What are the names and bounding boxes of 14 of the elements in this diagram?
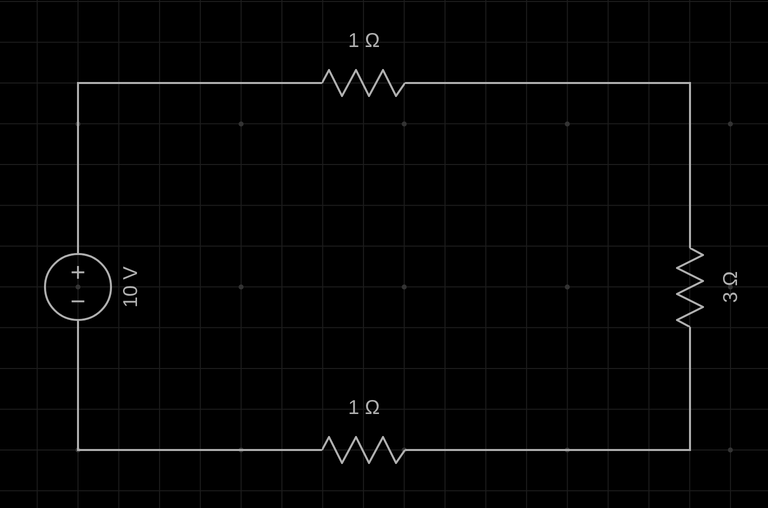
component-value: 1 Ω — [348, 31, 380, 51]
wire — [405, 82, 691, 248]
component-value: 3 Ω — [721, 271, 741, 303]
polarity-sign: − — [70, 288, 86, 314]
wire — [405, 327, 691, 451]
component-value: 1 Ω — [348, 398, 380, 418]
wire — [77, 321, 322, 451]
resistor-symbol — [322, 436, 405, 464]
polarity-sign: + — [70, 259, 86, 285]
component-value: 10 V — [121, 266, 141, 308]
resistor-symbol — [322, 69, 405, 97]
voltage-source-symbol — [44, 253, 112, 321]
resistor-symbol — [676, 248, 704, 327]
wire — [77, 82, 322, 253]
